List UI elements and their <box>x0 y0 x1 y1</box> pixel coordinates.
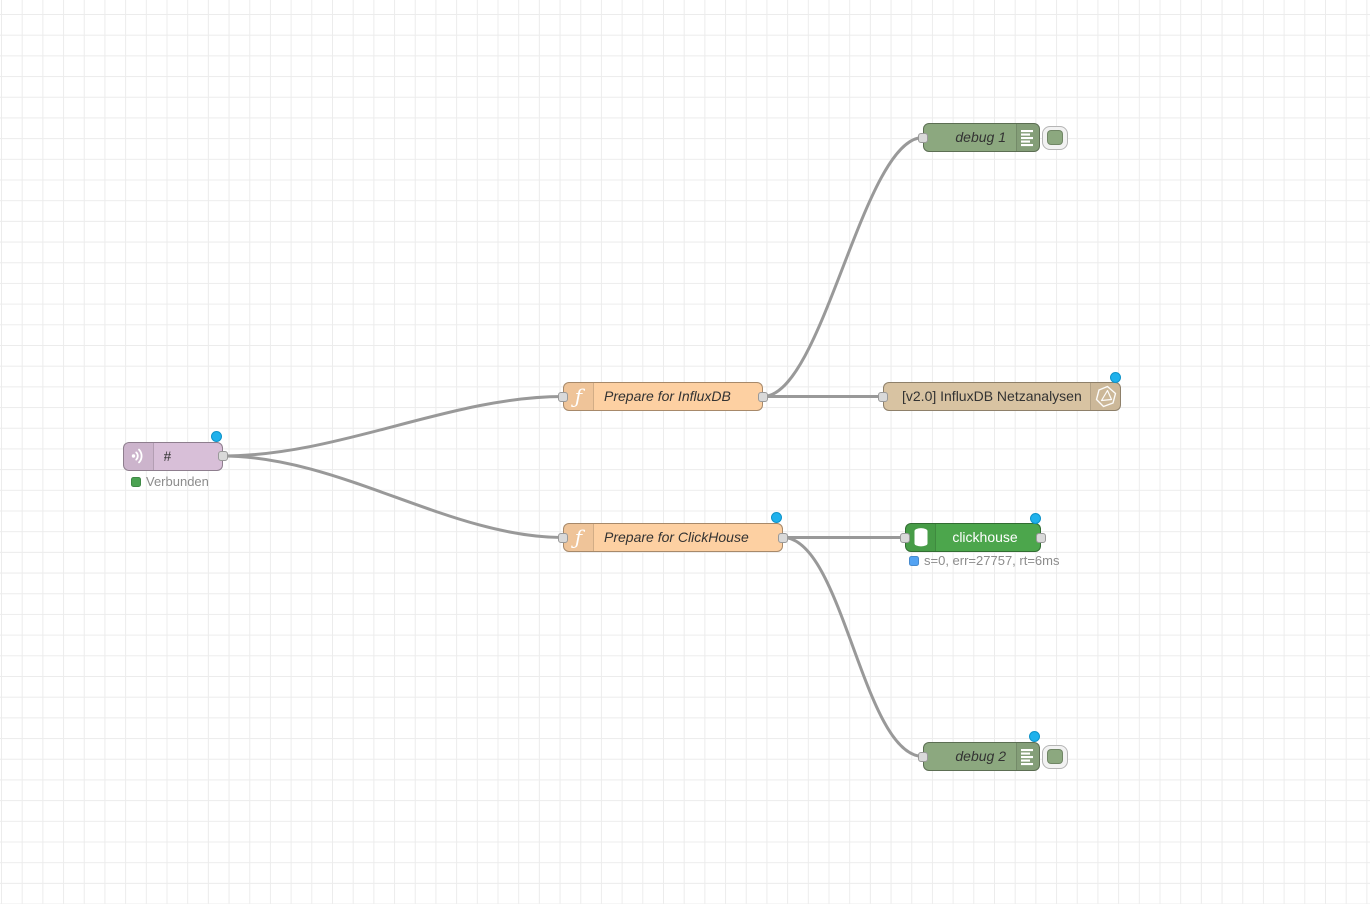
node-label: debug 2 <box>955 748 1006 764</box>
port-debug1-input[interactable] <box>918 132 928 143</box>
port-influxdb-input[interactable] <box>878 391 888 402</box>
port-fn-clickhouse-input[interactable] <box>558 532 568 543</box>
function-icon: ƒ <box>564 524 594 551</box>
port-clickhouse-output[interactable] <box>1036 532 1046 543</box>
port-fn-influx-input[interactable] <box>558 391 568 402</box>
status-dot-green <box>131 476 141 487</box>
changed-indicator-clickhouse <box>1029 512 1041 524</box>
changed-indicator-fn-clickhouse <box>770 512 782 523</box>
debug1-toggle-button[interactable] <box>1041 125 1068 150</box>
node-debug2[interactable]: debug 2 <box>923 742 1040 771</box>
node-label: Prepare for InfluxDB <box>604 388 731 404</box>
node-function-prepare-clickhouse[interactable]: ƒ Prepare for ClickHouse <box>563 523 783 552</box>
status-dot-blue <box>909 555 919 566</box>
status-mqtt: Verbunden <box>131 474 209 489</box>
node-label: # <box>163 447 172 464</box>
changed-indicator-debug2 <box>1029 731 1040 742</box>
changed-indicator-influxdb <box>1109 371 1121 383</box>
wire-mqtt-to-fn-influx[interactable] <box>222 395 564 458</box>
port-clickhouse-input[interactable] <box>900 532 910 543</box>
broadcast-waves-icon <box>123 442 154 470</box>
database-icon <box>906 524 936 551</box>
port-fn-clickhouse-output[interactable] <box>778 532 788 543</box>
debug2-toggle-button[interactable] <box>1041 744 1068 769</box>
status-text: Verbunden <box>146 474 209 489</box>
node-debug1[interactable]: debug 1 <box>923 123 1040 152</box>
changed-indicator-mqtt <box>211 431 222 442</box>
wire-fn-influx-to-debug1[interactable] <box>762 136 924 398</box>
node-influxdb-out[interactable]: [v2.0] InfluxDB Netzanalysen <box>883 382 1121 411</box>
node-function-prepare-influxdb[interactable]: ƒ Prepare for InfluxDB <box>563 382 763 411</box>
status-text: s=0, err=27757, rt=6ms <box>924 553 1060 568</box>
wire-fn-clickhouse-to-debug2[interactable] <box>782 536 924 758</box>
function-icon: ƒ <box>564 383 594 410</box>
node-label: [v2.0] InfluxDB Netzanalysen <box>902 388 1082 404</box>
port-debug2-input[interactable] <box>918 751 928 762</box>
port-mqtt-output[interactable] <box>217 451 228 461</box>
node-clickhouse[interactable]: clickhouse <box>905 523 1041 552</box>
node-label: Prepare for ClickHouse <box>604 529 749 545</box>
port-fn-influx-output[interactable] <box>758 391 768 402</box>
debug-lines-icon <box>1016 743 1039 770</box>
status-clickhouse: s=0, err=27757, rt=6ms <box>909 553 1060 568</box>
node-label: clickhouse <box>952 529 1018 545</box>
wire-mqtt-to-fn-clickhouse[interactable] <box>222 454 564 539</box>
debug-lines-icon <box>1016 124 1039 151</box>
node-mqtt-in[interactable]: # <box>122 441 223 471</box>
node-label: debug 1 <box>955 129 1006 145</box>
influxdb-icon <box>1090 383 1120 410</box>
